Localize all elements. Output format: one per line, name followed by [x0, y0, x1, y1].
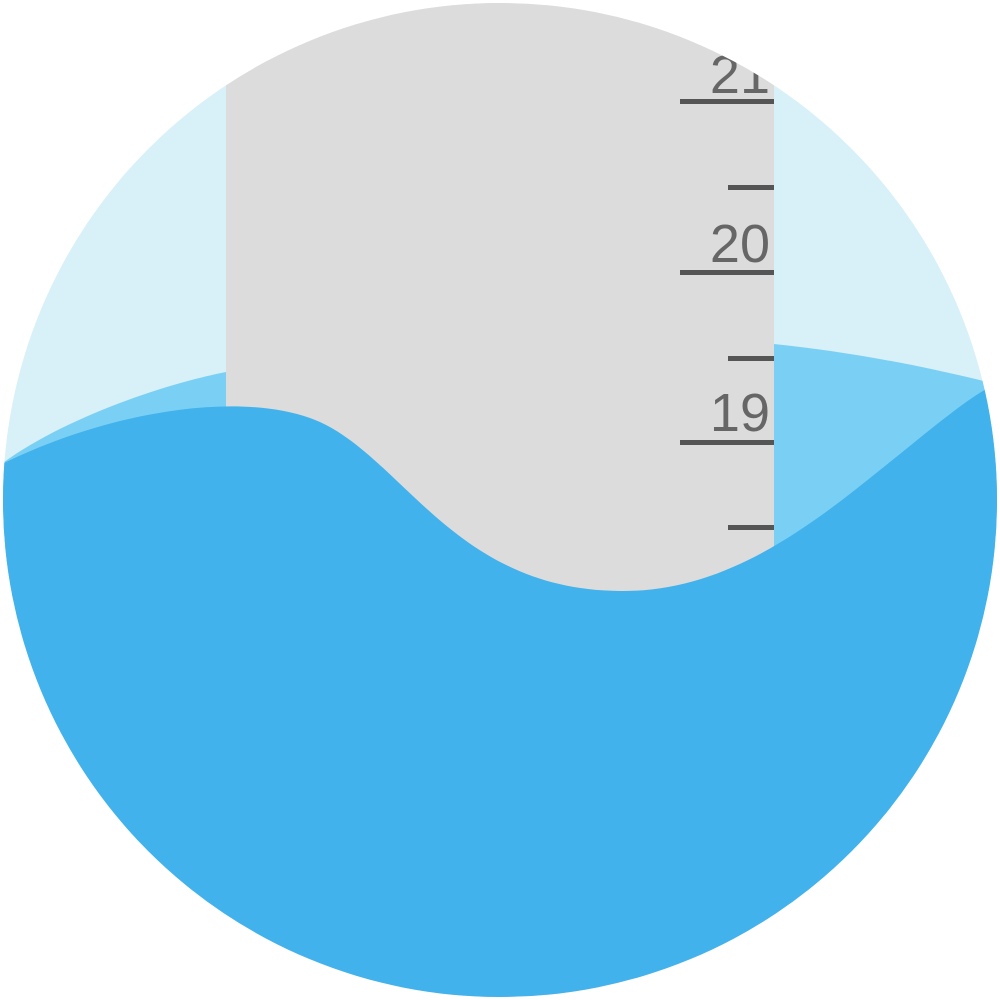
scale-label-19: 19	[710, 383, 770, 443]
front-water-wave	[3, 386, 997, 997]
minor-tick	[728, 185, 774, 190]
minor-tick	[728, 525, 774, 530]
minor-tick	[728, 356, 774, 361]
major-tick	[680, 440, 774, 445]
scale-label-21: 21	[710, 45, 770, 105]
major-tick	[680, 99, 774, 104]
major-tick	[680, 270, 774, 275]
scale-label-20: 20	[710, 214, 770, 274]
